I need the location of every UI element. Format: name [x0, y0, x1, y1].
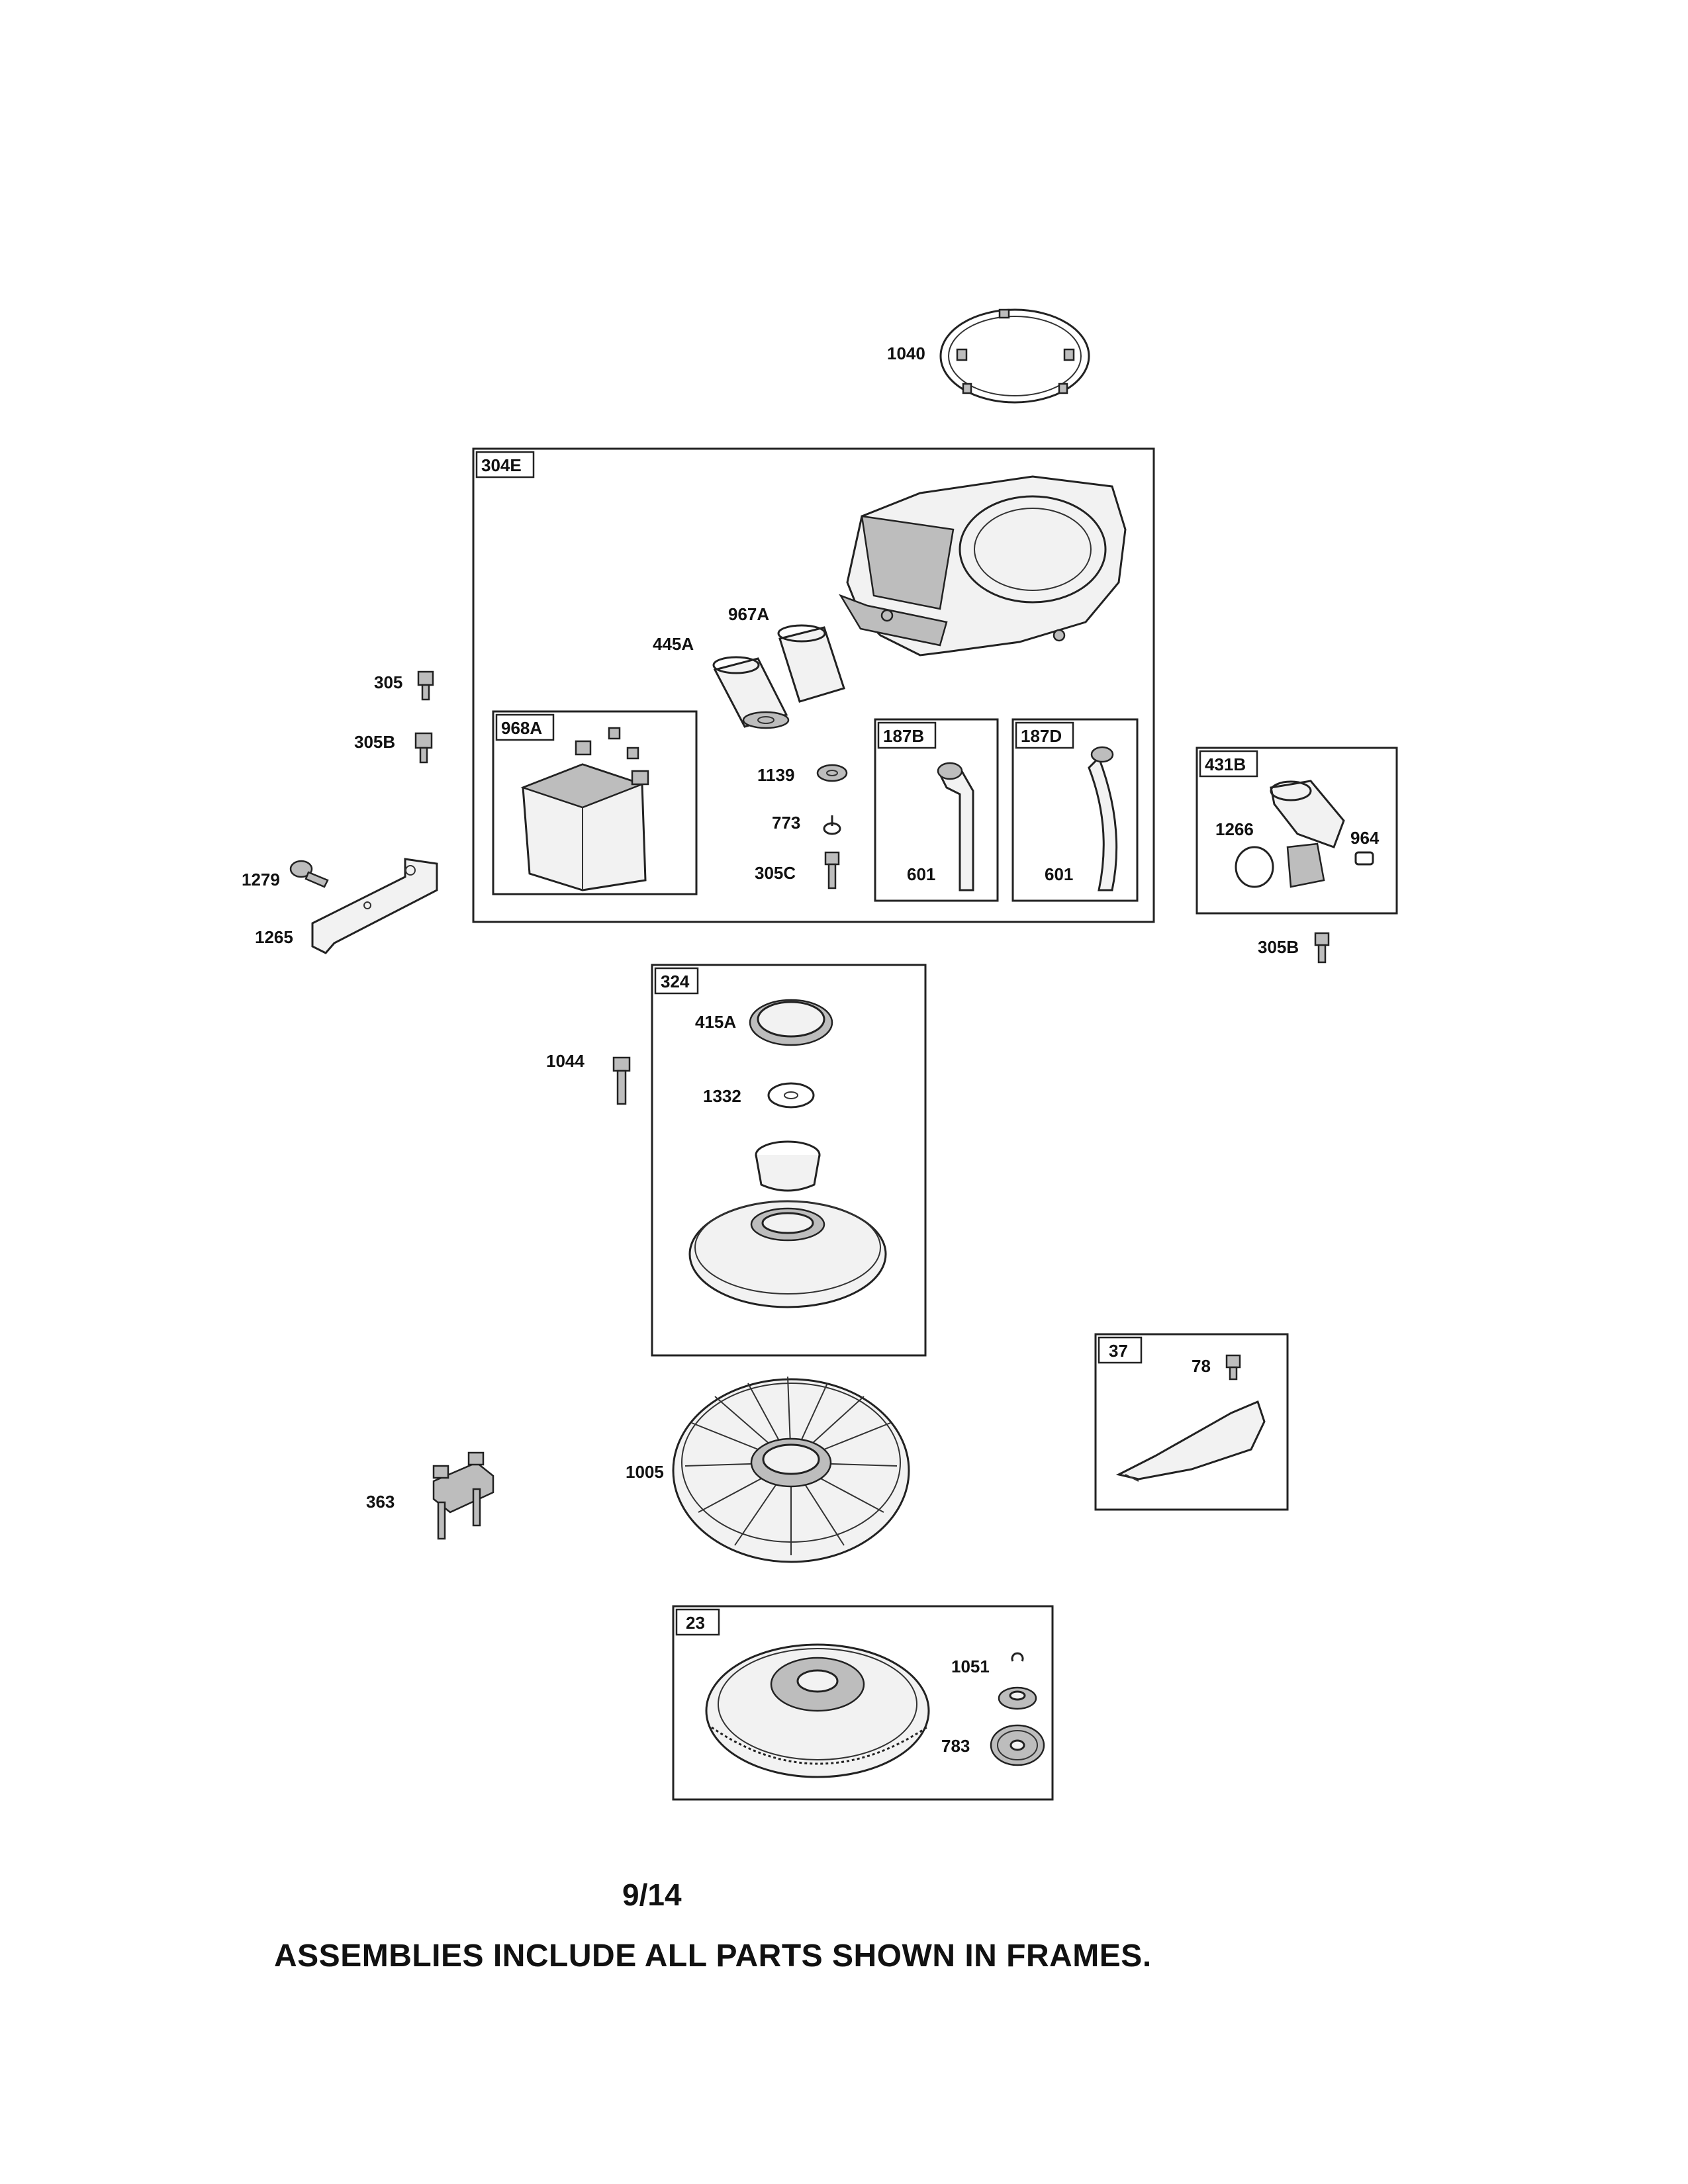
label-445A: 445A [653, 634, 694, 654]
label-773: 773 [772, 813, 800, 833]
label-1044: 1044 [546, 1051, 585, 1071]
frame-431B: 431B [1196, 747, 1398, 915]
part-773-pin [823, 815, 841, 835]
frame-label-187D: 187D [1021, 726, 1062, 746]
label-1265: 1265 [255, 927, 293, 947]
frame-label-968A: 968A [501, 718, 542, 738]
frame-324: 324 [651, 964, 927, 1357]
frame-label-23: 23 [686, 1613, 705, 1633]
label-964: 964 [1350, 828, 1380, 848]
label-415A: 415A [695, 1012, 736, 1032]
frame-label-37: 37 [1109, 1341, 1128, 1361]
frame-187D: 187D [1011, 718, 1139, 902]
label-1005: 1005 [626, 1462, 664, 1482]
part-1040-ring [939, 308, 1090, 404]
frame-23: 23 [672, 1605, 1054, 1801]
label-305B-left: 305B [354, 732, 395, 752]
label-305B-right: 305B [1258, 937, 1299, 957]
label-783: 783 [941, 1736, 970, 1756]
part-305C-screw [824, 851, 840, 889]
part-363-bracket [432, 1451, 494, 1540]
label-78: 78 [1192, 1356, 1211, 1376]
part-1139-washer [816, 764, 848, 782]
frame-187B: 187B [874, 718, 999, 902]
label-601-d: 601 [1045, 864, 1073, 884]
label-305: 305 [374, 672, 402, 692]
frame-label-431B: 431B [1205, 754, 1246, 774]
label-1139: 1139 [757, 765, 794, 785]
part-305B-left-screw [414, 732, 433, 764]
label-363: 363 [366, 1492, 395, 1512]
frame-304E: 304E [472, 447, 1155, 923]
label-1266: 1266 [1215, 819, 1254, 839]
part-1265-bracket [311, 858, 438, 954]
label-1279: 1279 [242, 870, 280, 889]
label-305C: 305C [755, 863, 796, 883]
label-601-b: 601 [907, 864, 935, 884]
part-305B-right-screw [1314, 932, 1330, 964]
page-number: 9/14 [622, 1878, 682, 1912]
label-967A: 967A [728, 604, 769, 624]
filter-445A-part [712, 656, 790, 729]
part-1005-fan [672, 1376, 910, 1563]
part-1044-bolt [612, 1056, 631, 1105]
label-1332: 1332 [703, 1086, 741, 1106]
part-1279-screw [289, 860, 329, 888]
frame-37: 37 [1094, 1333, 1289, 1511]
label-1051: 1051 [951, 1657, 990, 1676]
part-305-screw [417, 670, 434, 701]
frame-968A: 968A [492, 710, 698, 895]
filter-967A-part [777, 624, 845, 703]
footer-note: ASSEMBLIES INCLUDE ALL PARTS SHOWN IN FR… [274, 1938, 1152, 1974]
frame-label-304E: 304E [481, 455, 522, 475]
blower-housing-part [839, 475, 1127, 657]
label-1040: 1040 [887, 343, 925, 363]
frame-label-324: 324 [661, 972, 690, 991]
frame-label-187B: 187B [883, 726, 924, 746]
